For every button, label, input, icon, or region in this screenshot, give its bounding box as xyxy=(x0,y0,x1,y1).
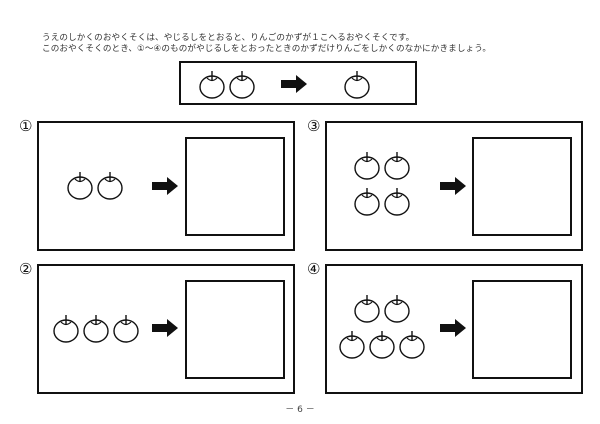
arrow-icon xyxy=(152,177,178,195)
answer-box-4[interactable] xyxy=(472,280,572,379)
panel-label-2: ② xyxy=(19,260,33,278)
apple-icon xyxy=(344,71,370,99)
apple-icon xyxy=(53,315,79,343)
panel-label-1: ① xyxy=(19,117,33,135)
instruction-line-1: うえのしかくのおやくそくは、やじるしをとおると、りんごのかずが１こへるおやくそく… xyxy=(42,33,415,43)
rule-example-box xyxy=(179,61,417,105)
arrow-icon xyxy=(440,319,466,337)
panel-label-3: ③ xyxy=(307,117,321,135)
apple-icon xyxy=(229,71,255,99)
apple-icon xyxy=(399,331,425,359)
panel-label-4: ④ xyxy=(307,260,321,278)
answer-box-2[interactable] xyxy=(185,280,285,379)
panel-3 xyxy=(325,121,583,251)
instruction-line-2: このおやくそくのとき、①〜④のものがやじるしをとおったときのかずだけりんごをしか… xyxy=(42,44,492,54)
answer-box-1[interactable] xyxy=(185,137,285,236)
apple-icon xyxy=(384,295,410,323)
arrow-icon xyxy=(152,319,178,337)
apple-icon xyxy=(354,188,380,216)
apple-icon xyxy=(67,172,93,200)
apple-icon xyxy=(199,71,225,99)
apple-icon xyxy=(354,295,380,323)
panel-1 xyxy=(37,121,295,251)
apple-icon xyxy=(83,315,109,343)
panel-2 xyxy=(37,264,295,394)
arrow-icon xyxy=(440,177,466,195)
arrow-icon xyxy=(281,75,307,93)
page-number: － 6 － xyxy=(285,405,315,415)
apple-icon xyxy=(384,188,410,216)
apple-icon xyxy=(339,331,365,359)
apple-icon xyxy=(97,172,123,200)
answer-box-3[interactable] xyxy=(472,137,572,236)
apple-icon xyxy=(384,152,410,180)
apple-icon xyxy=(369,331,395,359)
apple-icon xyxy=(113,315,139,343)
apple-icon xyxy=(354,152,380,180)
panel-4 xyxy=(325,264,583,394)
